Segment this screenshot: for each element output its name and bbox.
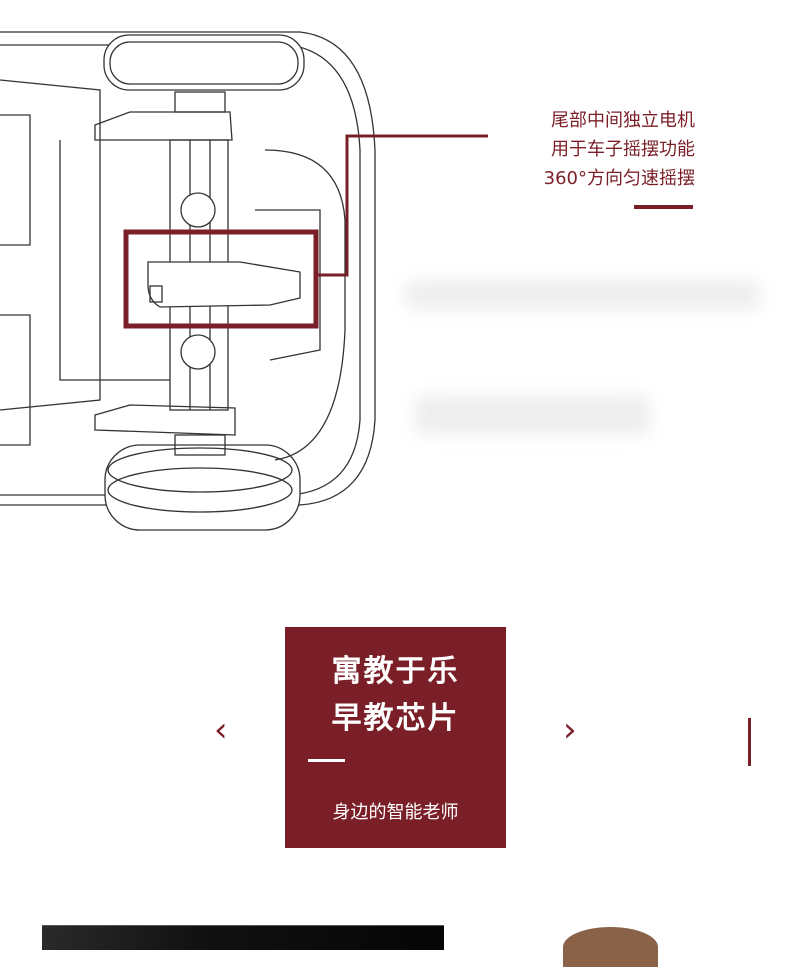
product-photo	[42, 925, 444, 950]
feature-line: 360°方向匀速摇摆	[543, 168, 695, 189]
card-title-line1: 寓教于乐	[331, 654, 460, 689]
feature-description: 尾部中间独立电机 用于车子摇摆功能 360°方向匀速摇摆	[529, 106, 695, 193]
card-divider	[308, 759, 345, 762]
feature-line: 用于车子摇摆功能	[551, 139, 695, 160]
car-underside-diagram	[0, 31, 488, 531]
blurred-shadow	[405, 280, 760, 310]
feature-card: 寓教于乐 早教芯片 身边的智能老师	[285, 627, 506, 848]
card-subtitle: 身边的智能老师	[332, 802, 459, 823]
accent-vertical-line	[748, 718, 751, 766]
next-arrow-icon[interactable]: ›	[563, 710, 577, 750]
feature-line: 尾部中间独立电机	[551, 110, 695, 131]
card-title-line2: 早教芯片	[331, 701, 460, 736]
blurred-shadow	[415, 395, 650, 435]
accent-divider	[634, 205, 693, 209]
prev-arrow-icon[interactable]: ‹	[214, 710, 228, 750]
child-photo	[563, 927, 658, 967]
